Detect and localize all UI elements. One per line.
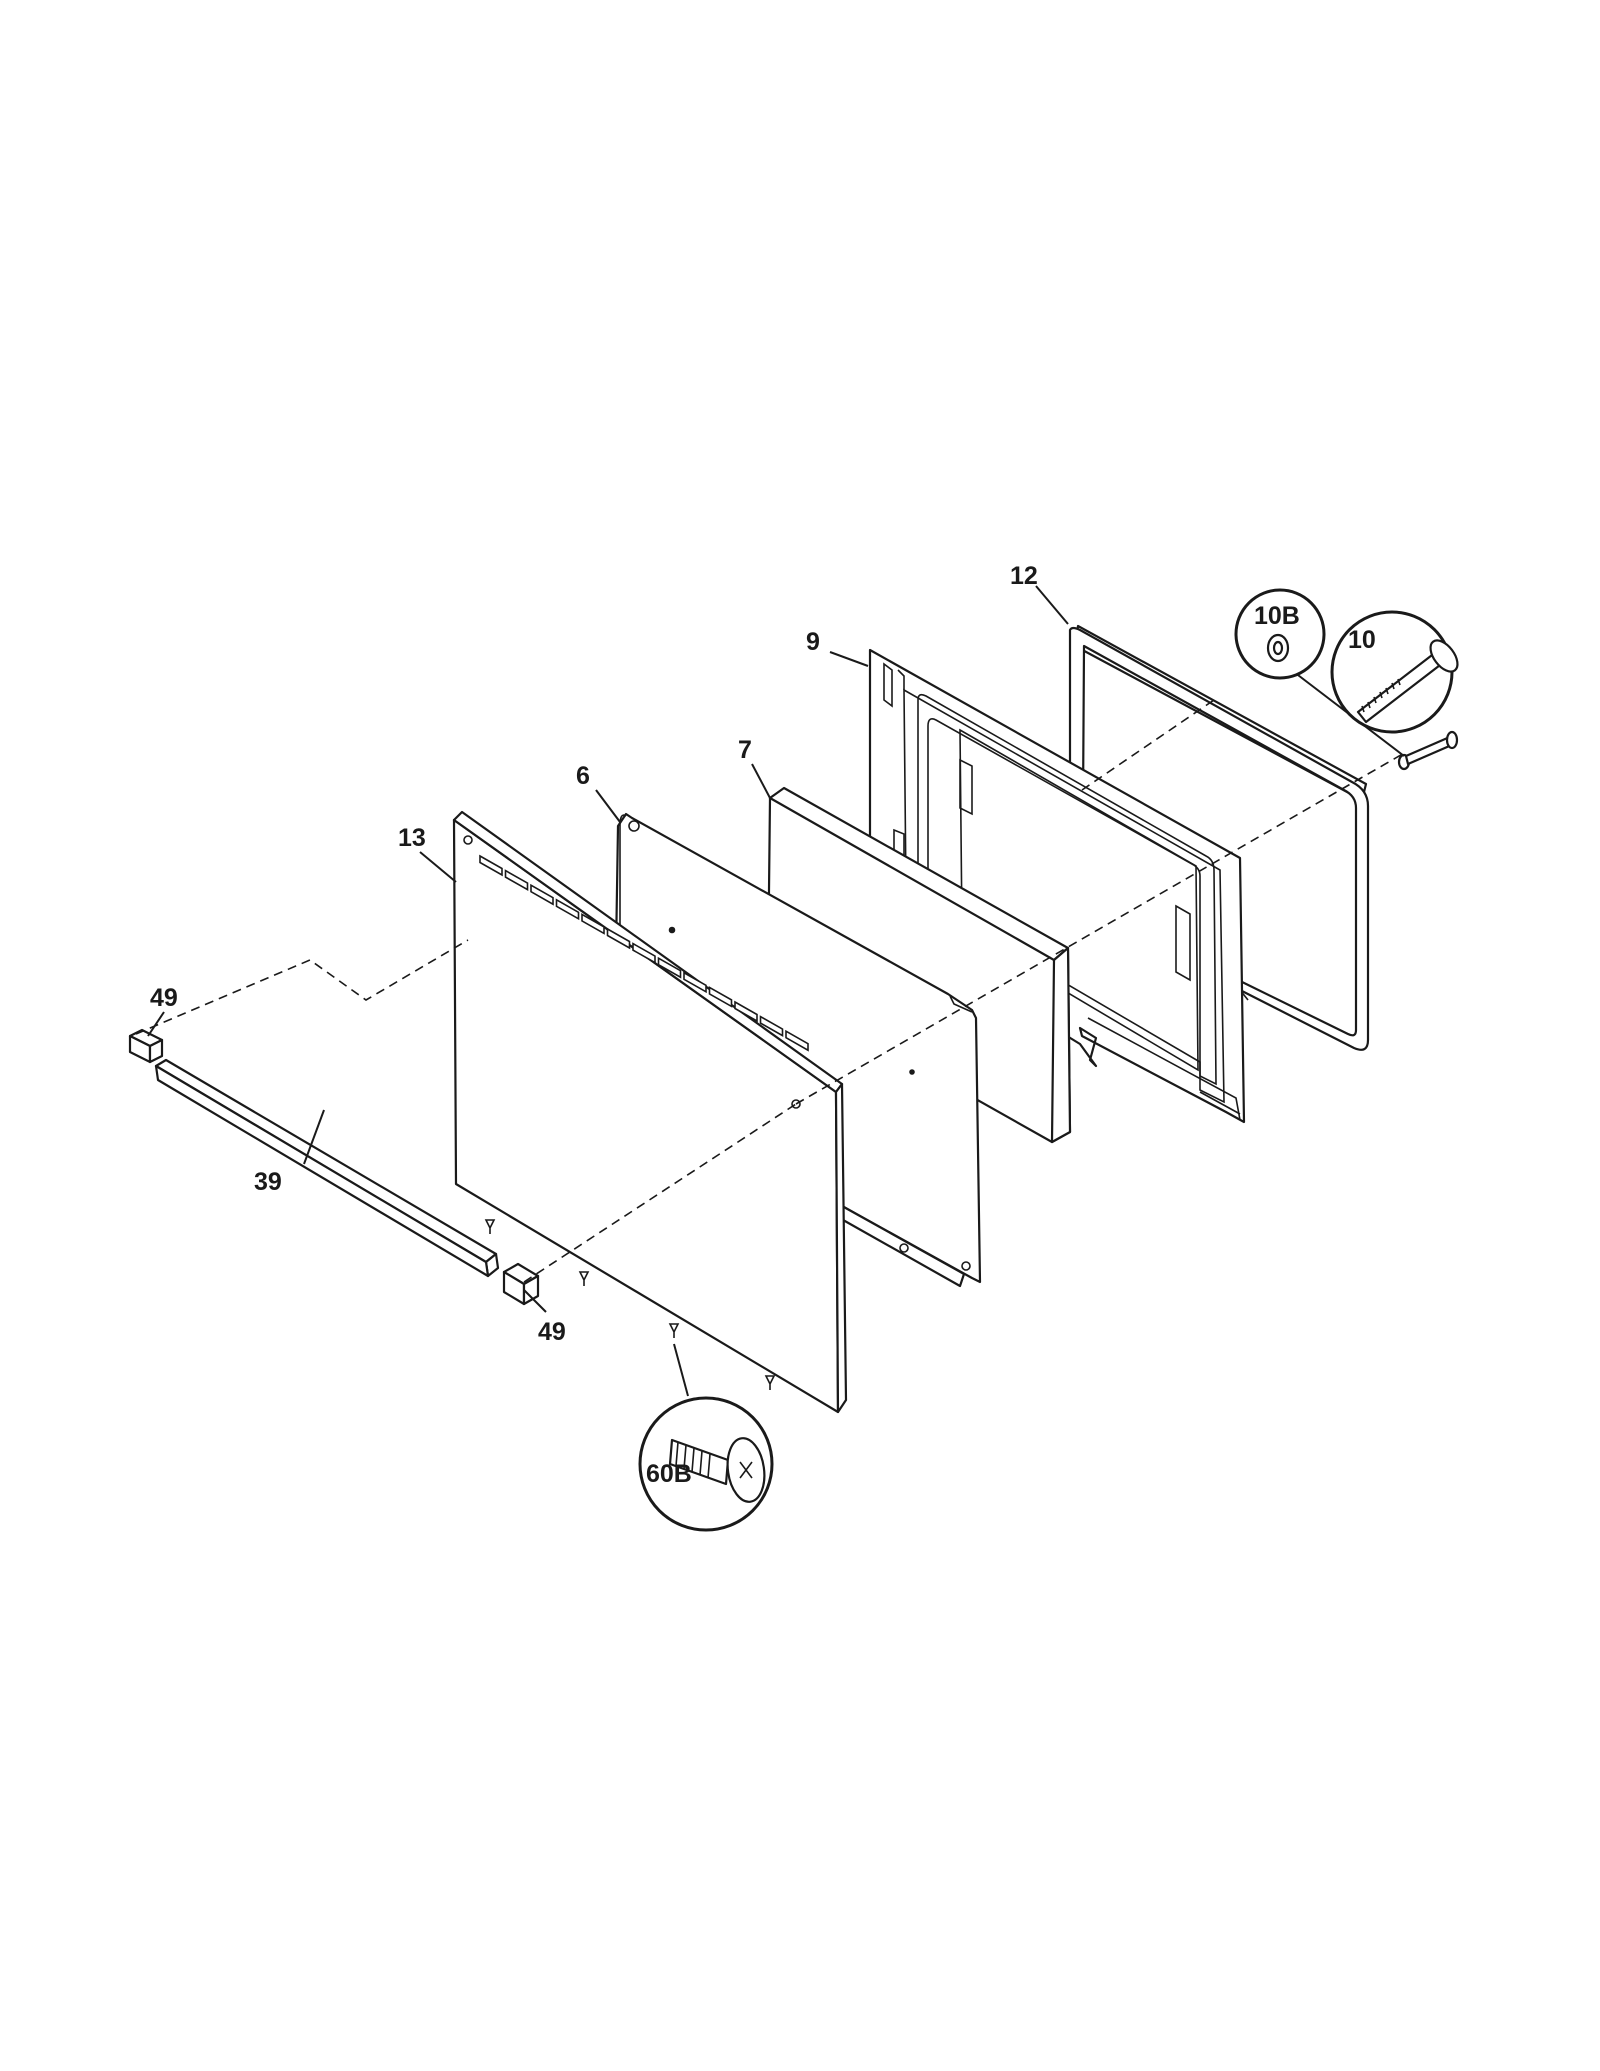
vent-slot: [581, 913, 605, 935]
callout-49-left: 49: [150, 984, 178, 1012]
vent-slot: [504, 869, 529, 891]
part-13-outer-door-panel: [452, 810, 848, 1414]
vent-slot: [759, 1015, 784, 1037]
callout-labels: 12 9 10B 10 6 7 13 49 39 49 60B: [150, 562, 1376, 1488]
vent-slot: [657, 956, 682, 979]
callout-49-right: 49: [538, 1318, 566, 1346]
vent-slot: [479, 854, 503, 877]
detail-bubble-60b: [638, 1396, 774, 1532]
vent-slot: [606, 927, 631, 950]
part-12-gasket-frame: [1068, 624, 1370, 1051]
vent-slots: [479, 854, 809, 1052]
part-49-left-end-cap: [128, 1028, 164, 1064]
assembly-lines: [135, 699, 1407, 1283]
callout-12: 12: [1010, 562, 1038, 590]
callout-7: 7: [738, 736, 752, 764]
callout-10: 10: [1348, 626, 1376, 654]
panel-screws: [484, 1219, 776, 1390]
vent-slot: [530, 883, 554, 906]
callout-39: 39: [254, 1168, 282, 1196]
vent-slot: [708, 986, 733, 1008]
callout-60b: 60B: [646, 1460, 692, 1488]
bolt-assembly: [1397, 730, 1459, 771]
callout-10b: 10B: [1254, 602, 1300, 630]
vent-slot: [785, 1029, 809, 1052]
callout-9: 9: [806, 628, 820, 656]
detail-bubble-10b: [1234, 588, 1326, 680]
vent-slot: [632, 942, 656, 964]
vent-slot: [683, 971, 707, 994]
detail-bubble-10: [1330, 610, 1459, 734]
vent-slot: [734, 1000, 758, 1023]
vent-slot: [555, 898, 580, 921]
part-39-trim-strip: [154, 1058, 500, 1278]
callout-13: 13: [398, 824, 426, 852]
callout-6: 6: [576, 762, 590, 790]
part-7-insulation: [766, 786, 1072, 1144]
